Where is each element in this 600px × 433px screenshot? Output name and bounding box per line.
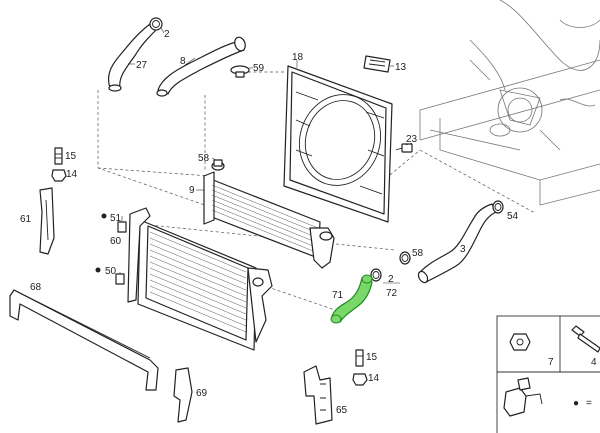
callout-4: 4: [591, 357, 597, 368]
bracket-61: [39, 187, 55, 255]
clamp-2-lower: [370, 268, 382, 282]
callout-18: 18: [292, 52, 304, 63]
callout-60: 60: [110, 236, 122, 247]
callout-7: 7: [548, 357, 554, 368]
callout-27: 27: [136, 60, 148, 71]
callout-54: 54: [507, 211, 519, 222]
sensor-58-upper: [211, 157, 225, 171]
legend-clip-icon: [503, 377, 543, 417]
radiator: [127, 207, 273, 351]
callout-8: 8: [180, 56, 186, 67]
callout-2-lower: 2: [388, 274, 394, 285]
callout-71: 71: [332, 290, 344, 301]
legend-nut-icon: [509, 333, 531, 351]
callout-9: 9: [189, 185, 195, 196]
nut-14-upper: [51, 169, 67, 182]
callout-labels: 2 27 8 59 18 13 23 58 9 15 14 61 51 60 5…: [20, 29, 597, 416]
callout-50: 50: [105, 266, 117, 277]
callout-23: 23: [406, 134, 418, 145]
legend-dot: ●: [573, 398, 579, 409]
bracket-65: [303, 365, 333, 425]
hose-8: [156, 36, 246, 97]
fan-shroud-18: [283, 60, 393, 223]
clamp-2-top: [149, 17, 165, 34]
callout-51: 51: [110, 213, 122, 224]
callout-58-upper: 58: [198, 153, 210, 164]
callout-65: 65: [336, 405, 348, 416]
callout-58-lower: 58: [412, 248, 424, 259]
engine-sketch: [419, 0, 600, 206]
clamp-54: [492, 200, 504, 214]
clamp-58-lower: [399, 251, 411, 265]
legend-box: [496, 315, 600, 433]
crossmember-68: [9, 289, 159, 391]
nut-14-lower: [352, 373, 368, 386]
callout-72: 72: [386, 288, 398, 299]
callout-2-top: 2: [164, 29, 170, 40]
seal-13: [363, 55, 394, 73]
callout-14-upper: 14: [66, 169, 78, 180]
bolt-15-lower: [355, 349, 364, 367]
hose-27: [108, 23, 157, 92]
callout-15-upper: 15: [65, 151, 77, 162]
bolt-15-upper: [54, 147, 63, 165]
callout-14-lower: 14: [368, 373, 380, 384]
callout-59: 59: [253, 63, 265, 74]
callout-69: 69: [196, 388, 208, 399]
bolt-51: [101, 213, 127, 233]
clamp-59: [230, 65, 253, 78]
hose-71-highlighted: [330, 274, 373, 324]
intercooler-9: [196, 171, 335, 269]
bracket-69: [173, 367, 193, 423]
bolt-23: [395, 142, 413, 153]
callout-68: 68: [30, 282, 42, 293]
callout-15-lower: 15: [366, 352, 378, 363]
callout-13: 13: [395, 62, 407, 73]
callout-3: 3: [460, 244, 466, 255]
bolt-50: [95, 267, 125, 285]
callout-61: 61: [20, 214, 32, 225]
hose-3: [417, 203, 497, 284]
legend-screw-icon: [571, 325, 600, 353]
legend-equals: =: [586, 398, 592, 409]
